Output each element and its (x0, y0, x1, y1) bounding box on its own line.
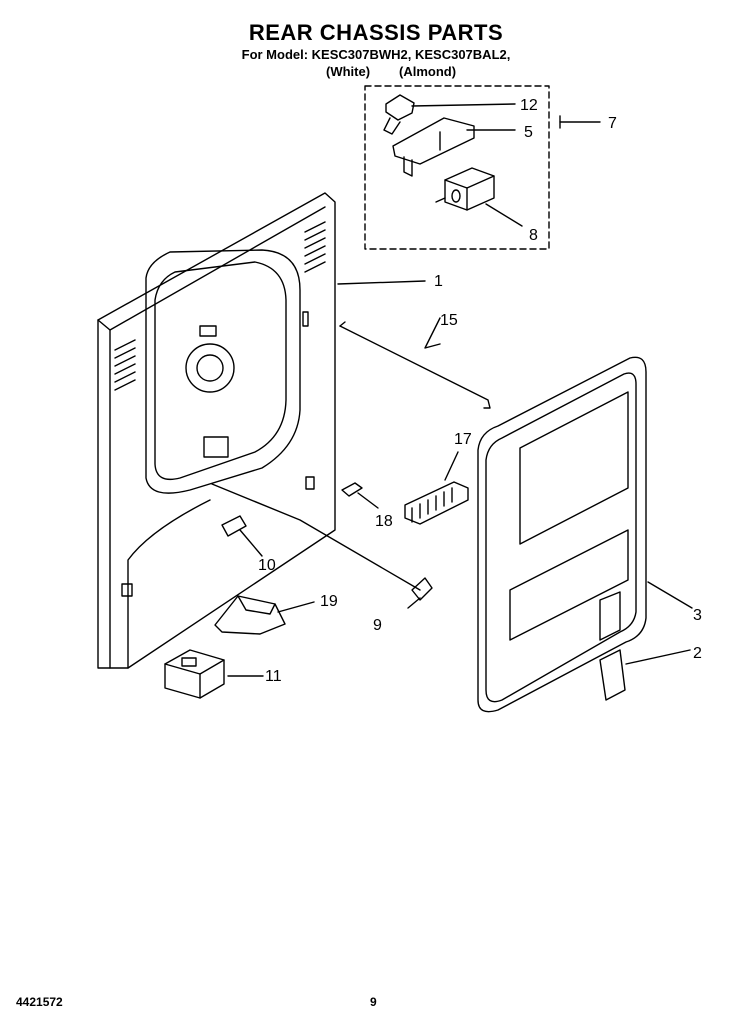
page-title: REAR CHASSIS PARTS (248, 20, 504, 45)
part-19-bracket (214, 595, 286, 635)
callout-19: 19 (320, 593, 338, 610)
callout-5: 5 (524, 124, 533, 141)
part-1-rear-panel (97, 192, 336, 669)
part-3-rear-cover (477, 356, 647, 713)
leader-lines (227, 103, 693, 677)
part-18-clip (341, 482, 363, 497)
callout-8: 8 (529, 227, 538, 244)
part-17-terminal-block (404, 481, 469, 525)
callout-12: 12 (520, 97, 538, 114)
part-2-plate (599, 649, 626, 701)
callout-7: 7 (608, 115, 617, 132)
callout-9: 9 (373, 617, 382, 634)
color-white-label: (White) (326, 64, 371, 79)
part-15-rod (339, 321, 491, 409)
callout-10: 10 (258, 557, 276, 574)
part-11-box (164, 649, 225, 699)
callout-2: 2 (693, 645, 702, 662)
callout-18: 18 (375, 513, 393, 530)
document-number: 4421572 (16, 995, 63, 1009)
part-9-harness-clip (211, 483, 433, 601)
part-10-bracket (221, 515, 247, 537)
assembly-7-dashed-box (364, 85, 550, 250)
model-line: For Model: KESC307BWH2, KESC307BAL2, (241, 47, 511, 62)
part-5-bracket (392, 117, 475, 177)
color-almond-label: (Almond) (399, 64, 457, 79)
callout-11: 11 (265, 668, 282, 685)
page-number: 9 (370, 995, 377, 1009)
callout-3: 3 (693, 607, 702, 624)
callout-1: 1 (434, 273, 443, 290)
part-12-switch (383, 94, 415, 135)
callout-17: 17 (454, 431, 472, 448)
part-8-relay (435, 167, 495, 211)
callout-15: 15 (440, 312, 458, 329)
